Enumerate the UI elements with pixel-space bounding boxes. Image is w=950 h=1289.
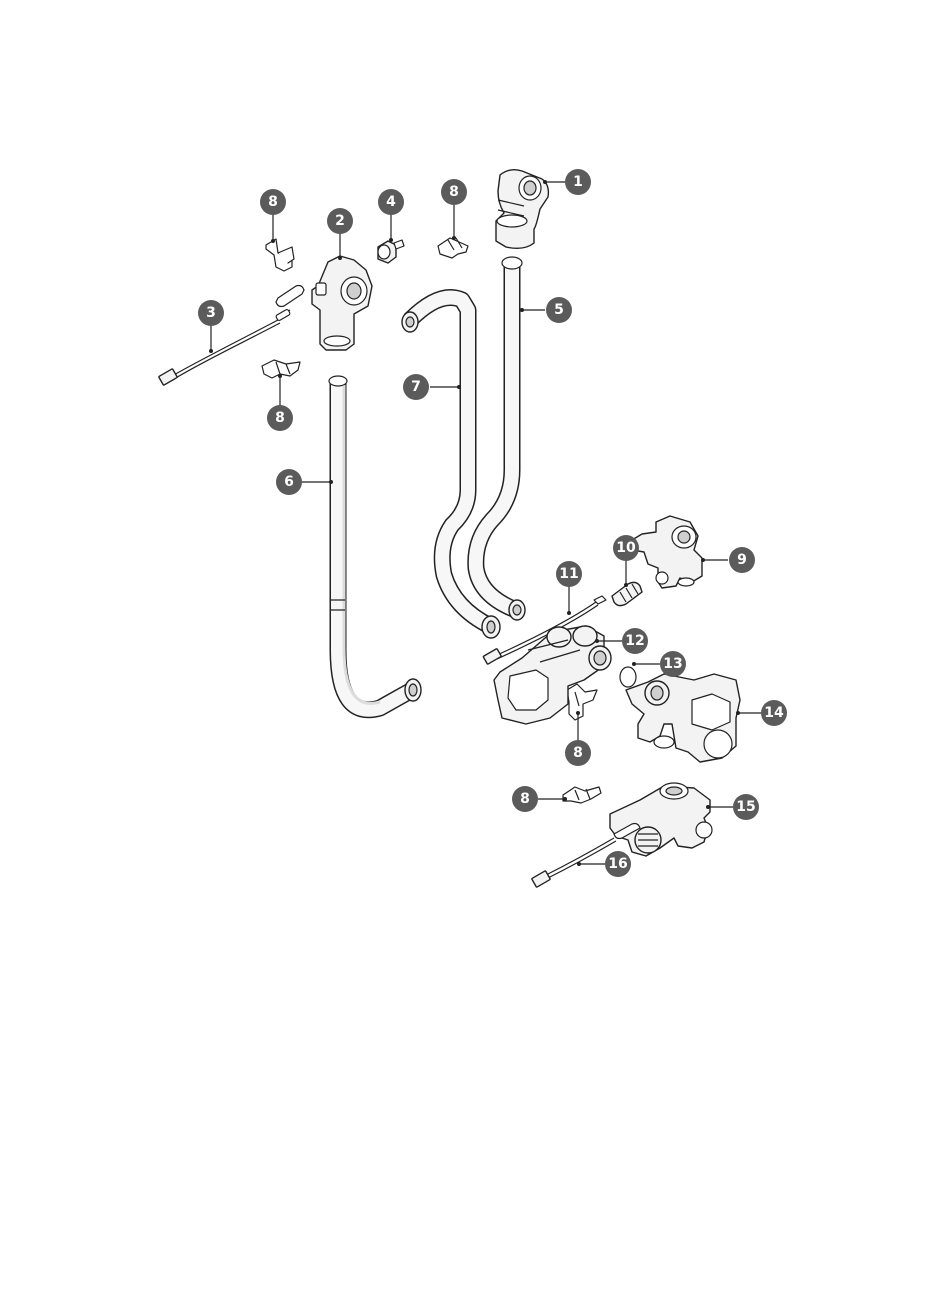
part-15-lower-valve (610, 783, 712, 856)
leader-5-dot (520, 308, 524, 312)
callout-1-label: 1 (573, 174, 583, 190)
callout-12: 12 (622, 628, 648, 654)
leader-16-dot (577, 862, 581, 866)
part-8-clip-lower (563, 787, 601, 803)
callout-8b: 8 (441, 179, 467, 205)
callout-2: 2 (327, 208, 353, 234)
leader-7-dot (457, 385, 461, 389)
callout-9: 9 (729, 547, 755, 573)
part-8-clip-top-center (438, 238, 468, 258)
callout-15-label: 15 (736, 799, 755, 815)
leader-4-dot (389, 238, 393, 242)
leader-1-dot (543, 180, 547, 184)
callout-10: 10 (613, 535, 639, 561)
callout-8c-label: 8 (275, 410, 285, 426)
leader-13-dot (632, 662, 636, 666)
callout-4: 4 (378, 189, 404, 215)
part-2-valve-body (312, 256, 372, 350)
leader-11-dot (567, 611, 571, 615)
callout-8a: 8 (260, 189, 286, 215)
callout-8a-label: 8 (268, 194, 278, 210)
callout-14-label: 14 (764, 705, 784, 721)
callout-16: 16 (605, 851, 631, 877)
leader-2-dot (338, 256, 342, 260)
callout-11-label: 11 (559, 566, 578, 582)
callout-9-label: 9 (737, 552, 747, 568)
callout-12-label: 12 (625, 633, 644, 649)
callout-8e-label: 8 (520, 791, 530, 807)
callout-3-label: 3 (206, 305, 216, 321)
callout-8e: 8 (512, 786, 538, 812)
part-6-long-pipe (329, 376, 421, 710)
leader-12-dot (595, 639, 599, 643)
callout-1: 1 (565, 169, 591, 195)
part-1-elbow-fitting (496, 170, 548, 249)
callout-15: 15 (733, 794, 759, 820)
callout-8b-label: 8 (449, 184, 459, 200)
leader-3-dot (209, 349, 213, 353)
part-8-clip-bottom (567, 684, 597, 720)
callout-2-label: 2 (335, 213, 345, 229)
part-8-clip-top-left (266, 239, 294, 271)
leader-15-dot (706, 805, 710, 809)
callout-5-label: 5 (554, 302, 564, 318)
callout-10-label: 10 (616, 540, 636, 556)
leader-9-dot (701, 558, 705, 562)
leader-14-dot (736, 711, 740, 715)
leader-8d-dot (576, 711, 580, 715)
callout-4-label: 4 (386, 194, 396, 210)
callout-7-label: 7 (411, 379, 421, 395)
leader-10-dot (624, 583, 628, 587)
leader-8b-dot (452, 236, 456, 240)
callout-7: 7 (403, 374, 429, 400)
part-13-o-ring (620, 667, 636, 687)
callout-14: 14 (761, 700, 787, 726)
leader-8c-dot (278, 374, 282, 378)
callout-13: 13 (660, 651, 686, 677)
callout-8d: 8 (565, 740, 591, 766)
callout-11: 11 (556, 561, 582, 587)
callout-3: 3 (198, 300, 224, 326)
callout-13-label: 13 (663, 656, 682, 672)
callout-8c: 8 (267, 405, 293, 431)
callout-16-label: 16 (608, 856, 627, 872)
part-4-plug (378, 240, 404, 263)
callout-6: 6 (276, 469, 302, 495)
callout-6-label: 6 (284, 474, 294, 490)
leader-6-dot (329, 480, 333, 484)
callout-5: 5 (546, 297, 572, 323)
leader-8a-dot (271, 239, 275, 243)
part-12-valve-assembly (494, 626, 611, 724)
part-14-pump (626, 674, 740, 762)
callout-8d-label: 8 (573, 745, 583, 761)
part-9-manifold-fitting (632, 516, 702, 588)
leader-8e-dot (563, 797, 567, 801)
part-5-bent-pipe (476, 257, 525, 620)
